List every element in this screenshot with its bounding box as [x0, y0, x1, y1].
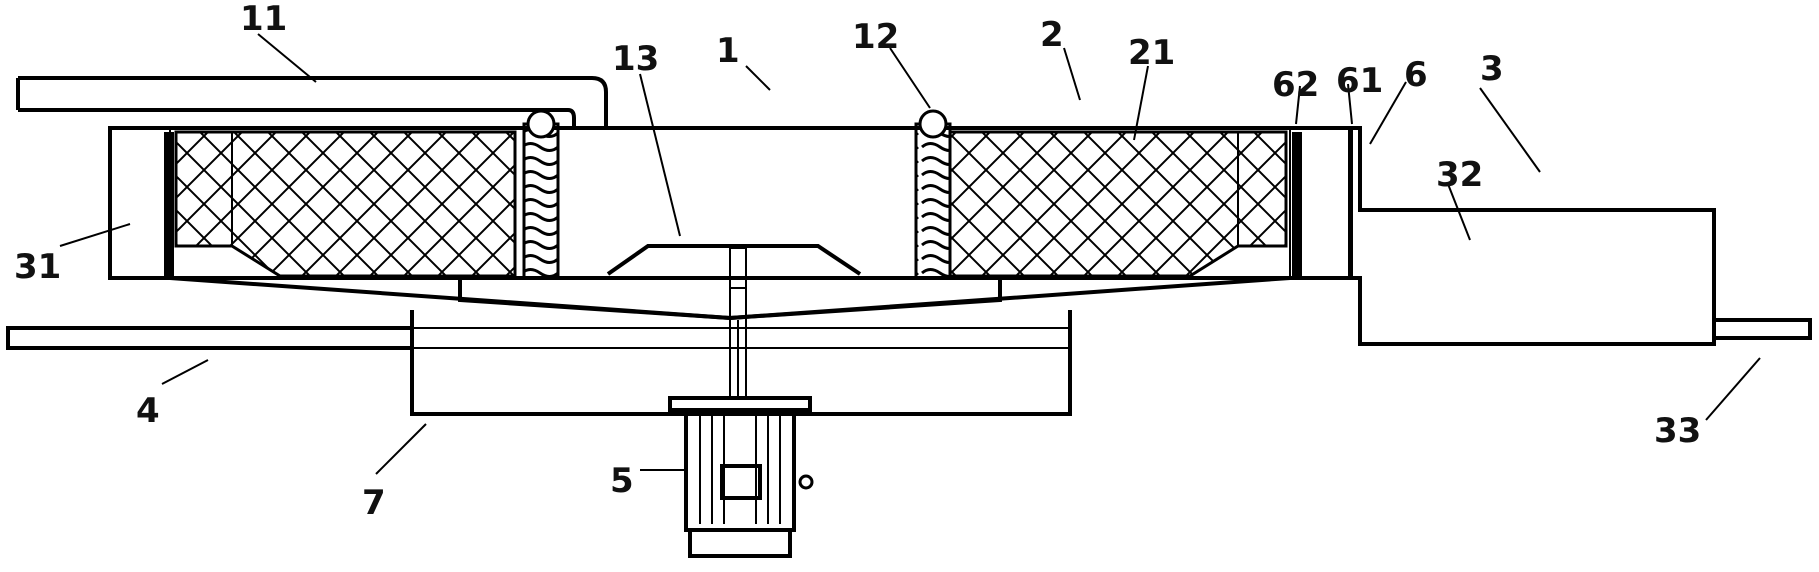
label-31: 31	[14, 247, 61, 287]
label-33: 33	[1654, 411, 1701, 451]
label-12: 12	[852, 17, 899, 57]
spring-right-12	[914, 109, 952, 280]
left-column-31	[164, 132, 174, 276]
spring-left	[522, 109, 560, 280]
right-column-62	[1292, 132, 1302, 276]
label-62: 62	[1272, 65, 1319, 105]
label-1: 1	[716, 31, 740, 71]
labels: 11 13 1 12 2 21 62 61 6 3 32 31 4 5 7 33	[14, 0, 1701, 523]
label-5: 5	[610, 461, 634, 501]
label-11: 11	[240, 0, 287, 39]
center-hub-13	[606, 244, 862, 289]
filter-block-left	[174, 130, 517, 278]
label-13: 13	[612, 39, 659, 79]
discharge-unit-3	[1350, 126, 1716, 346]
pipe-4	[6, 326, 414, 350]
label-7: 7	[362, 483, 386, 523]
motor-5	[668, 396, 814, 558]
drive-shaft	[729, 287, 747, 399]
label-2: 2	[1040, 15, 1064, 55]
filter-block-right-21	[948, 130, 1288, 278]
label-21: 21	[1128, 33, 1175, 73]
outlet-33	[1714, 318, 1812, 340]
label-61: 61	[1336, 61, 1383, 101]
base-box-7	[410, 310, 1072, 416]
feed-pipe-11	[16, 76, 608, 128]
label-6: 6	[1404, 55, 1428, 95]
label-32: 32	[1436, 155, 1483, 195]
label-4: 4	[136, 391, 160, 431]
label-3: 3	[1480, 49, 1504, 89]
leader-lines	[59, 33, 1761, 475]
